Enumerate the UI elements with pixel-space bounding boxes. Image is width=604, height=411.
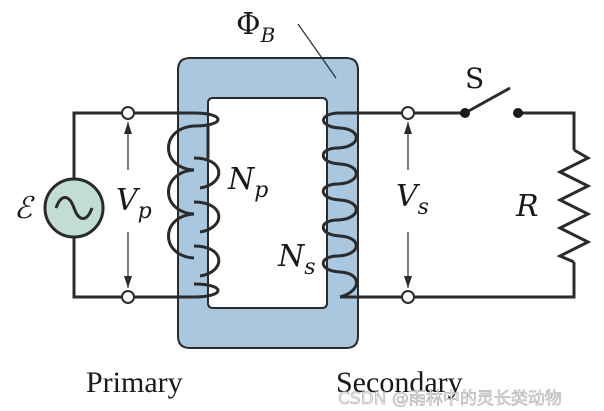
secondary-caption: Secondary [336, 366, 463, 399]
primary-voltage-subscript: p [138, 199, 152, 224]
emf-label: ℰ [14, 191, 35, 226]
flux-leader-line [297, 23, 337, 79]
secondary-voltage-indicator [392, 106, 426, 304]
primary-coil [167, 111, 221, 299]
secondary-turns-symbol: N [277, 239, 306, 274]
secondary-voltage-subscript: s [418, 195, 429, 220]
secondary-coil [321, 111, 358, 299]
ac-source [43, 177, 105, 239]
primary-voltage-symbol: V [116, 183, 141, 218]
resistor [556, 148, 592, 264]
watermark: CSDN @雨林中的灵长类动物 [338, 389, 562, 409]
flux-symbol: Φ [236, 7, 261, 42]
primary-turns-label: Np [227, 162, 268, 203]
secondary-voltage-label: Vs [396, 179, 429, 220]
secondary-wiring [340, 111, 576, 299]
primary-wiring [72, 111, 195, 299]
secondary-turns-subscript: s [304, 255, 315, 280]
primary-turns-symbol: N [227, 162, 256, 197]
secondary-turns-label: Ns [277, 239, 316, 280]
switch-label: S [465, 62, 484, 95]
primary-caption: Primary [86, 366, 183, 399]
secondary-voltage-symbol: V [396, 179, 421, 214]
primary-voltage-indicator [112, 106, 144, 304]
flux-label: ΦB [236, 7, 275, 47]
primary-voltage-label: Vp [116, 183, 152, 224]
primary-turns-subscript: p [254, 178, 268, 203]
resistor-label: R [515, 189, 539, 224]
flux-subscript: B [260, 23, 276, 47]
iron-core [177, 57, 359, 349]
switch [460, 86, 523, 118]
